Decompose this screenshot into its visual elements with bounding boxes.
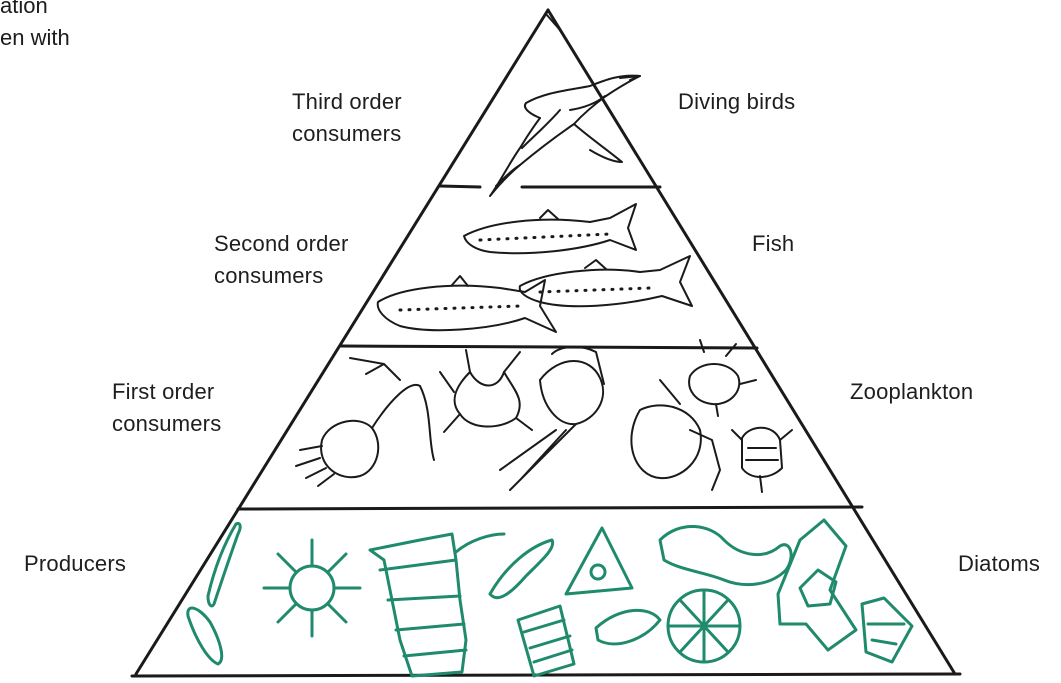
label-second-order-consumers: Second order consumers	[214, 228, 349, 292]
label-line: consumers	[214, 260, 349, 292]
label-producers: Producers	[24, 548, 126, 580]
label-zooplankton: Zooplankton	[850, 376, 973, 408]
fish-drawings	[378, 204, 692, 332]
diving-bird-drawing	[490, 76, 640, 196]
label-first-order-consumers: First order consumers	[112, 376, 221, 440]
label-diatoms: Diatoms	[958, 548, 1040, 580]
diatom-drawings	[188, 520, 912, 676]
label-line: consumers	[112, 408, 221, 440]
label-line: First order	[112, 376, 221, 408]
label-line: consumers	[292, 118, 402, 150]
label-third-order-consumers: Third order consumers	[292, 86, 402, 150]
label-line: Third order	[292, 86, 402, 118]
label-line: Producers	[24, 548, 126, 580]
divider-middle	[341, 346, 757, 348]
fish-bottom-left	[378, 280, 556, 332]
label-fish: Fish	[752, 228, 794, 260]
divider-top	[440, 186, 660, 187]
label-line: Second order	[214, 228, 349, 260]
divider-bottom	[238, 507, 862, 509]
zooplankton-drawings	[296, 340, 792, 492]
label-diving-birds: Diving birds	[678, 86, 795, 118]
